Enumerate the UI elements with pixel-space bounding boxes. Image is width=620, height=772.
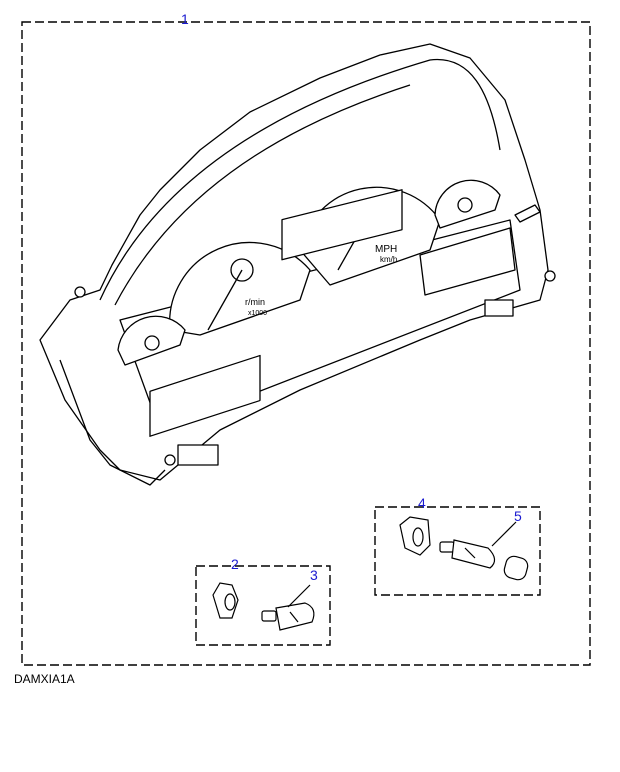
speed-unit-alt: km/h	[380, 255, 397, 264]
instrument-cluster: r/min x1000 MPH km/h	[39, 43, 556, 486]
group-box-2	[195, 565, 331, 646]
callout-3: 3	[310, 567, 318, 583]
tach-unit: r/min	[245, 297, 265, 307]
diagram-code: DAMXIA1A	[14, 672, 75, 686]
bulb-5	[439, 521, 529, 581]
group-box-1	[21, 21, 591, 666]
group-box-4	[374, 506, 541, 596]
speed-unit: MPH	[375, 244, 397, 255]
callout-2: 2	[231, 556, 239, 572]
callout-4: 4	[418, 495, 426, 511]
callout-5: 5	[514, 508, 522, 524]
callout-1: 1	[181, 11, 189, 27]
bulb-3	[261, 584, 315, 631]
tach-scale: x1000	[248, 310, 267, 317]
bulb-holder-4	[399, 516, 431, 556]
bulb-holder-2	[212, 582, 239, 619]
